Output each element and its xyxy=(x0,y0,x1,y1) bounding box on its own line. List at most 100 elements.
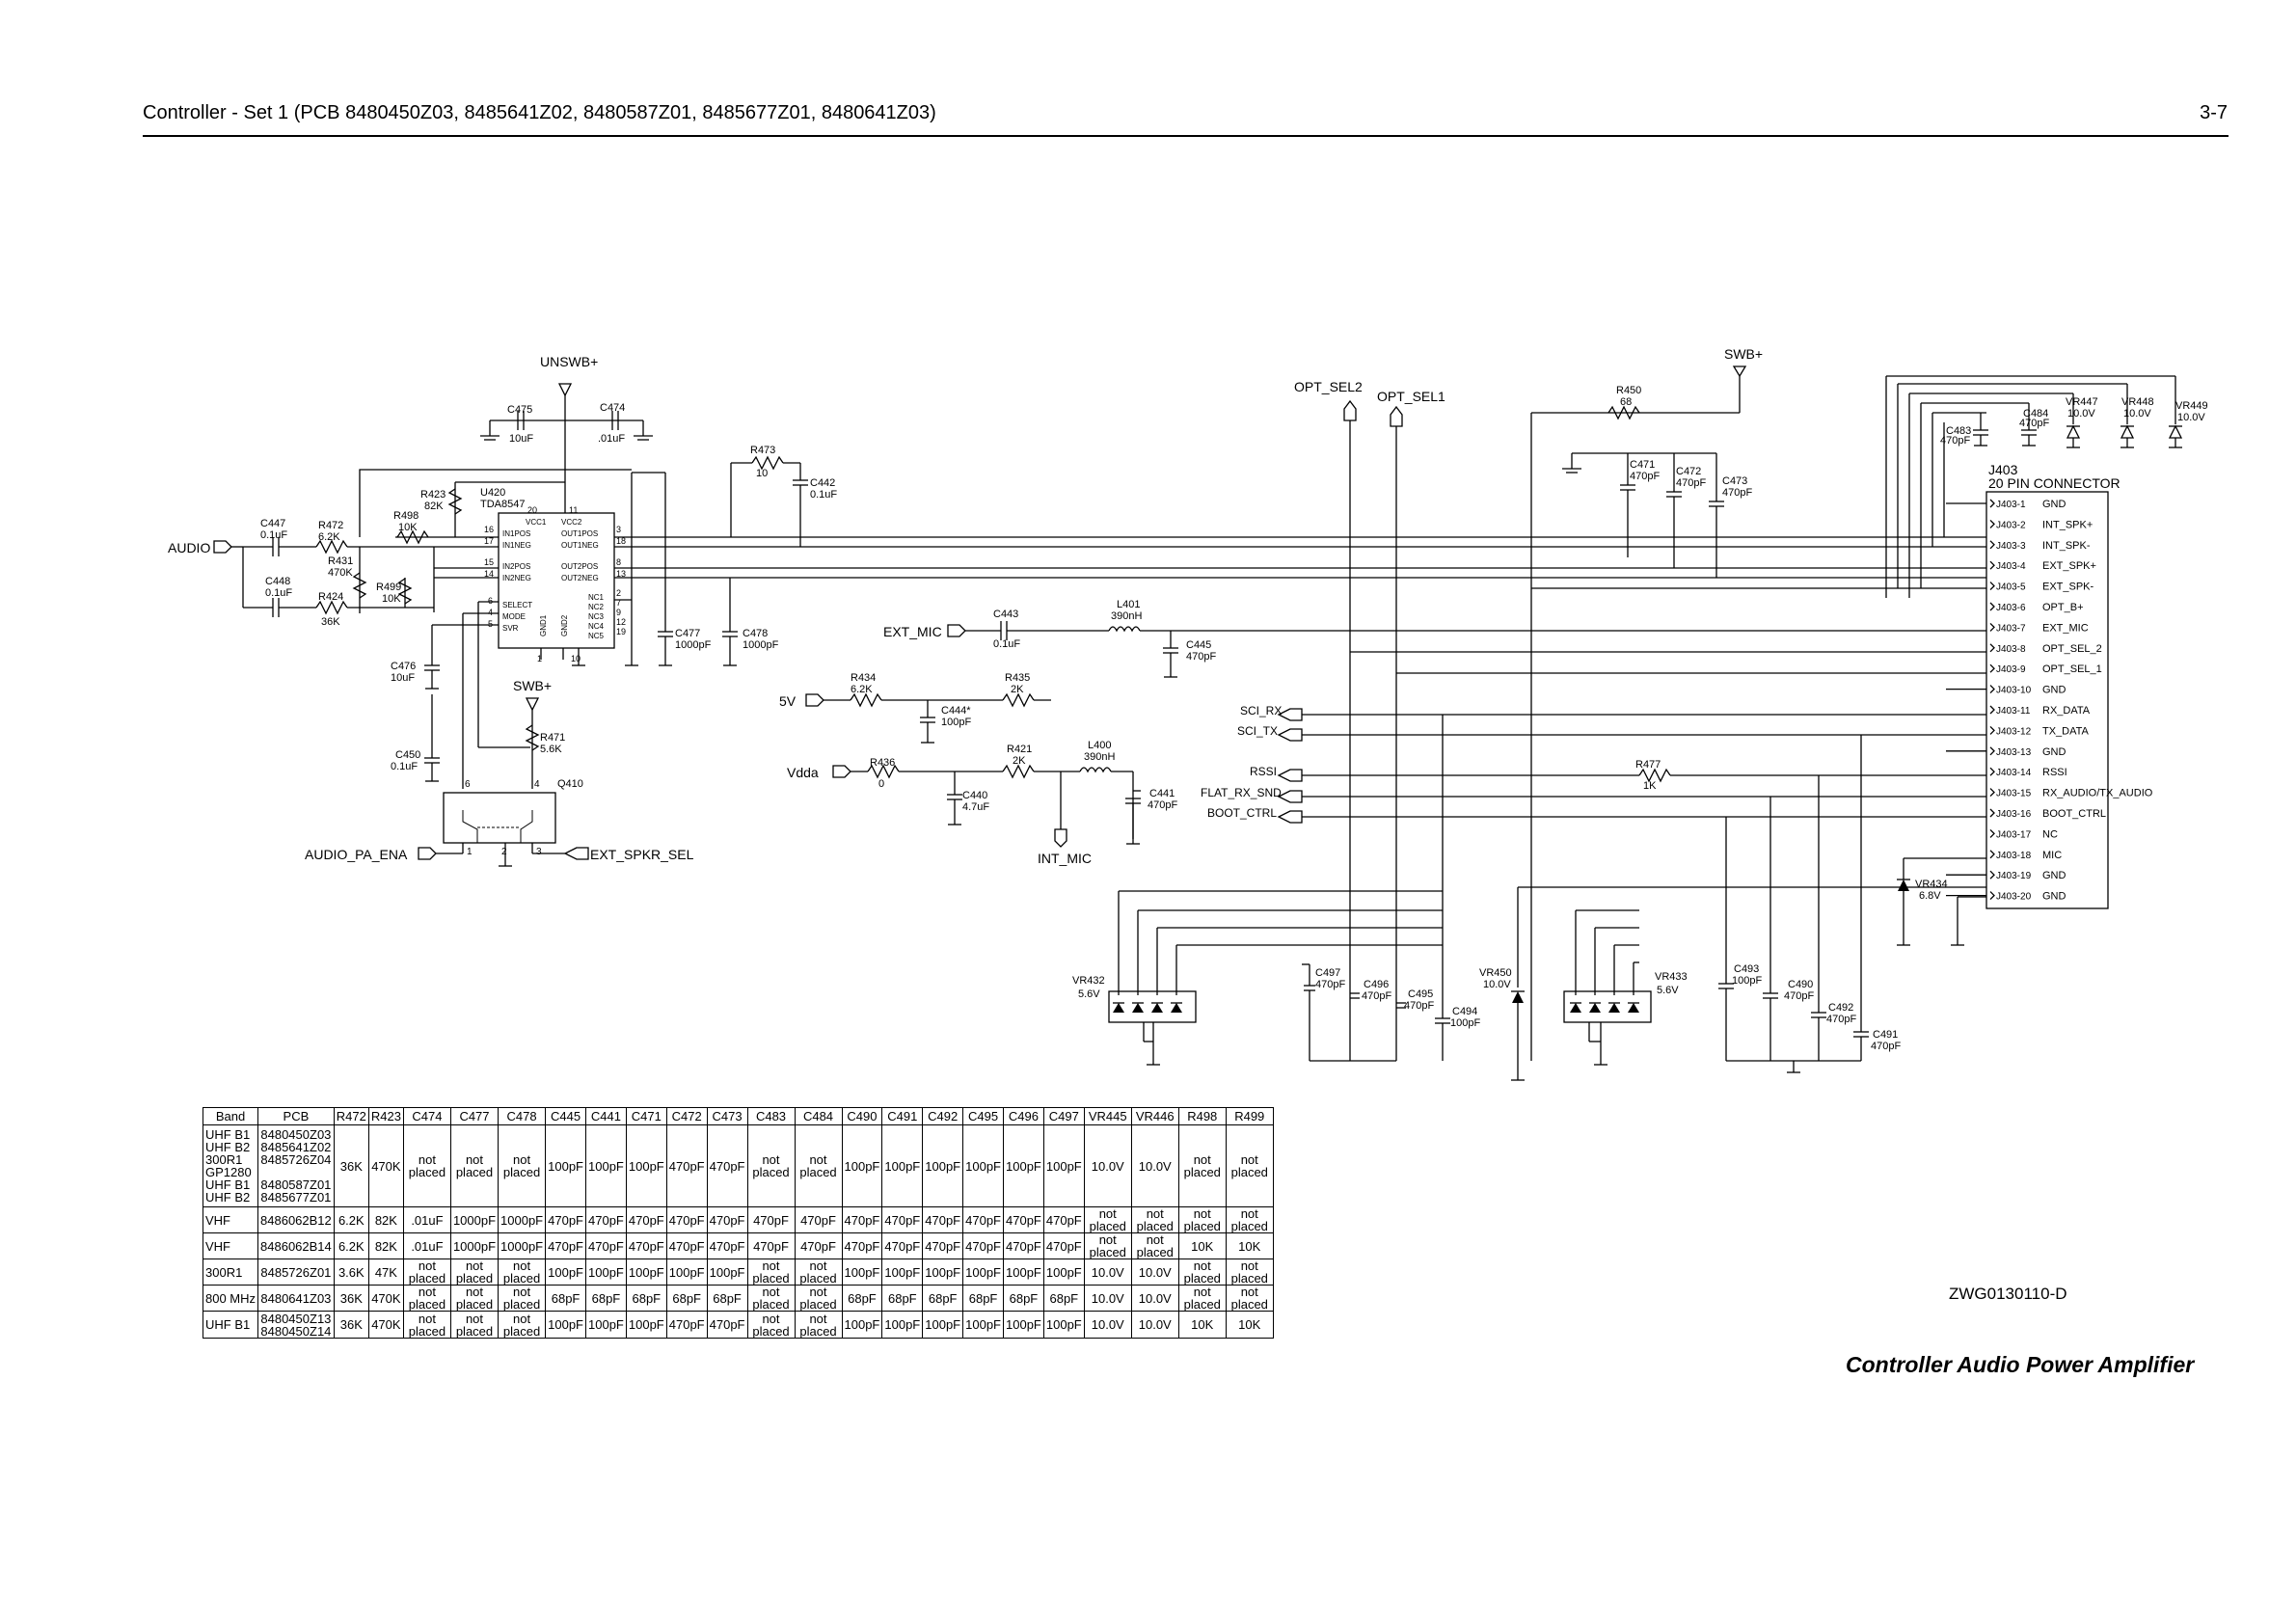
schematic-label: C441 xyxy=(1149,788,1175,799)
table-cell: 100pF xyxy=(625,1259,667,1286)
table-cell: 470pF xyxy=(1003,1232,1044,1259)
table-header-cell: C490 xyxy=(841,1107,883,1125)
table-cell: 470K xyxy=(367,1285,404,1312)
schematic-label: 9 xyxy=(616,608,621,617)
schematic-label: VR450 xyxy=(1479,967,1512,979)
schematic-label: U420 xyxy=(480,487,505,499)
schematic-label: R423 xyxy=(420,489,446,501)
table-cell: 68pF xyxy=(962,1285,1004,1312)
schematic-label: 470pF xyxy=(1186,651,1216,663)
schematic-label: C496 xyxy=(1364,979,1389,990)
schematic-label: R473 xyxy=(750,445,775,456)
schematic-label: C472 xyxy=(1676,466,1701,477)
table-cell: 470pF xyxy=(881,1206,924,1233)
table-cell: not placed xyxy=(449,1124,500,1207)
table-header-cell: C492 xyxy=(922,1107,964,1125)
schematic-label: 2 xyxy=(501,847,507,857)
table-cell: 470pF xyxy=(1042,1232,1085,1259)
schematic-label: R499 xyxy=(376,582,401,593)
table-header-cell: PCB xyxy=(257,1107,335,1125)
schematic-label: Vdda xyxy=(787,765,819,780)
schematic-label: 10 xyxy=(571,654,581,663)
schematic-label: 10.0V xyxy=(2123,408,2151,420)
schematic-label: .01uF xyxy=(598,433,625,445)
schematic-label: 470pF xyxy=(1940,435,1970,447)
schematic-label: NC2 xyxy=(588,603,605,611)
schematic-label: 20 PIN CONNECTOR xyxy=(1988,475,2120,491)
schematic-label: J403 xyxy=(1988,462,2018,477)
schematic-label: 470pF xyxy=(1784,990,1814,1002)
table-header-cell: VR446 xyxy=(1130,1107,1179,1125)
table-cell: not placed xyxy=(1225,1206,1274,1233)
table-cell-band: UHF B1 UHF B2 300R1 GP1280 UHF B1 UHF B2 xyxy=(202,1124,259,1207)
schematic-label: BOOT_CTRL xyxy=(1207,806,1277,820)
table-cell: 82K xyxy=(367,1206,404,1233)
table-cell: 100pF xyxy=(1042,1311,1085,1339)
schematic-label: 470pF xyxy=(2019,418,2049,429)
schematic-label: 6.2K xyxy=(851,684,873,695)
table-cell: 470pF xyxy=(962,1232,1004,1259)
schematic-label: 82K xyxy=(424,501,444,512)
table-cell: not placed xyxy=(402,1124,451,1207)
table-header-cell: C441 xyxy=(585,1107,627,1125)
schematic-label: 0 xyxy=(878,778,884,790)
schematic-label: 10K xyxy=(382,593,401,605)
schematic-label: 5 xyxy=(488,619,493,629)
table-cell: 100pF xyxy=(585,1259,627,1286)
schematic-label: 470pF xyxy=(1676,477,1706,489)
table-header-cell: C472 xyxy=(665,1107,708,1125)
table-cell: not placed xyxy=(498,1259,547,1286)
digital-signals: SCI_RX SCI_TX RSSI R477 1K FLAT_RX_SND B… xyxy=(1201,704,1986,824)
table-cell: 470pF xyxy=(665,1124,708,1207)
schematic-label: C443 xyxy=(993,609,1018,620)
table-header-cell: C483 xyxy=(746,1107,796,1125)
table-cell: 100pF xyxy=(1003,1124,1044,1207)
table-header-cell: C474 xyxy=(402,1107,451,1125)
schematic-label: R435 xyxy=(1005,672,1030,684)
table-cell: 68pF xyxy=(625,1285,667,1312)
schematic-label: OPT_SEL_1 xyxy=(2042,663,2102,675)
table-header-cell: Band xyxy=(202,1107,259,1125)
schematic-label: EXT_MIC xyxy=(883,624,942,639)
schematic-label: BOOT_CTRL xyxy=(2042,808,2106,820)
schematic-label: J403-15 xyxy=(1996,789,2032,799)
schematic-label: J403-18 xyxy=(1996,851,2032,861)
schematic-label: 0.1uF xyxy=(810,489,837,501)
table-cell: not placed xyxy=(498,1311,547,1339)
table-cell: 470pF xyxy=(922,1206,964,1233)
schematic-label: 6.2K xyxy=(318,531,340,543)
schematic-label: VR432 xyxy=(1072,975,1105,987)
schematic-label: 1 xyxy=(467,847,473,857)
table-cell: not placed xyxy=(449,1259,500,1286)
schematic-label: 470pF xyxy=(1630,471,1660,482)
schematic-label: 13 xyxy=(616,569,626,579)
schematic-label: 8 xyxy=(616,557,621,567)
table-cell: 100pF xyxy=(1003,1259,1044,1286)
schematic-label: J403-1 xyxy=(1996,500,2026,510)
table-cell: 470pF xyxy=(841,1232,883,1259)
table-header-cell: C473 xyxy=(706,1107,748,1125)
schematic-label: SVR xyxy=(502,624,519,633)
table-cell: 3.6K xyxy=(333,1259,369,1286)
table-cell: 47K xyxy=(367,1259,404,1286)
vr434-diode: VR434 6.8V xyxy=(1897,857,1986,946)
schematic-label: OUT1NEG xyxy=(561,541,599,550)
schematic-label: C447 xyxy=(260,518,285,529)
schematic-label: 6 xyxy=(465,779,471,790)
q410-transistor: 6 4 Q410 1 2 3 AUDIO_PA_ENA EXT_SPKR_SEL xyxy=(305,778,694,867)
table-header-cell: C497 xyxy=(1042,1107,1085,1125)
schematic-label: C493 xyxy=(1734,963,1759,975)
table-cell: 100pF xyxy=(665,1259,708,1286)
schematic-label: R436 xyxy=(870,757,895,769)
table-cell: .01uF xyxy=(402,1206,451,1233)
